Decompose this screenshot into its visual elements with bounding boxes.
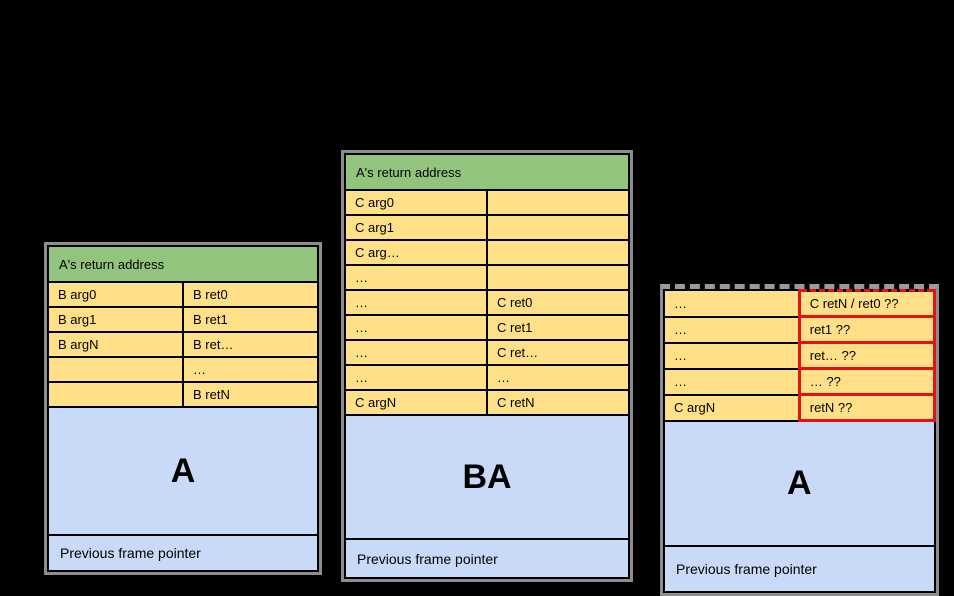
previous-frame-pointer: Previous frame pointer (663, 545, 936, 593)
stack-frame-b-returns: A's return address B arg0 B ret0 B arg1 … (44, 242, 322, 575)
stack-cell: C ret1 (486, 314, 630, 341)
stack-cell: … (344, 289, 488, 316)
stack-cell: C arg… (344, 239, 488, 266)
stack-cell (486, 264, 630, 291)
stack-cell: … (662, 341, 801, 370)
return-address-header: A's return address (47, 245, 319, 283)
stack-cell: C retN (486, 389, 630, 416)
stack-cell: … (662, 290, 801, 318)
stack-cell-corrupted: ret… ?? (797, 341, 937, 370)
stack-cell (486, 189, 630, 216)
stack-cell: C argN (344, 389, 488, 416)
stack-cell: … (344, 364, 488, 391)
stack-cell: … (344, 314, 488, 341)
stack-cell: … (344, 264, 488, 291)
stack-frame-table: … C retN / ret0 ?? … ret1 ?? … ret… ?? …… (662, 289, 937, 593)
previous-frame-pointer: Previous frame pointer (344, 538, 630, 579)
stack-cell (47, 356, 184, 383)
stack-frame-a-corrupted: … C retN / ret0 ?? … ret1 ?? … ret… ?? …… (660, 284, 939, 596)
stack-frame-ba-calls-c: A's return address C arg0 C arg1 C arg… … (341, 150, 633, 582)
stack-cell: … (182, 356, 319, 383)
stack-cell (486, 239, 630, 266)
stack-cell: B argN (47, 331, 184, 358)
previous-frame-pointer: Previous frame pointer (47, 534, 319, 572)
stack-cell-corrupted: ret1 ?? (797, 315, 937, 344)
stack-cell: B ret0 (182, 281, 319, 308)
stack-cell-corrupted: C retN / ret0 ?? (797, 289, 937, 318)
stack-cell: … (486, 364, 630, 391)
stack-cell: C ret… (486, 339, 630, 366)
stack-cell: C ret0 (486, 289, 630, 316)
stack-cell-corrupted: … ?? (797, 367, 937, 396)
return-address-header: A's return address (344, 153, 630, 191)
stack-cell: … (344, 339, 488, 366)
frame-owner-label: A (47, 406, 319, 536)
stack-cell (486, 214, 630, 241)
stack-cell: C arg0 (344, 189, 488, 216)
stack-cell: B arg1 (47, 306, 184, 333)
stack-frame-table: A's return address C arg0 C arg1 C arg… … (344, 153, 630, 579)
stack-frame-table: A's return address B arg0 B ret0 B arg1 … (47, 245, 319, 572)
frame-owner-label: BA (344, 414, 630, 540)
stack-cell: … (662, 315, 801, 344)
stack-cell: B ret1 (182, 306, 319, 333)
stack-cell: B ret… (182, 331, 319, 358)
stack-cell: B arg0 (47, 281, 184, 308)
stack-cell: B retN (182, 381, 319, 408)
stack-cell-corrupted: retN ?? (797, 393, 937, 422)
frame-owner-label: A (663, 419, 936, 547)
stack-cell: C arg1 (344, 214, 488, 241)
stack-cell (47, 381, 184, 408)
stack-cell: … (662, 367, 801, 396)
stack-cell: C argN (662, 393, 801, 422)
